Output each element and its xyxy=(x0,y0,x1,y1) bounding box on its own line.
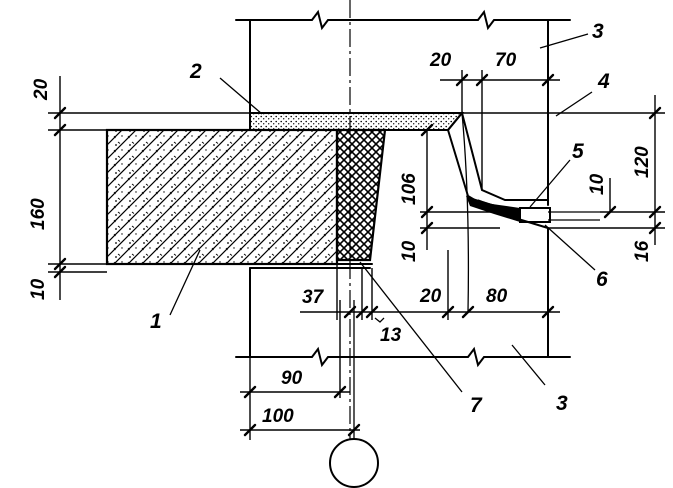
callout-2: 2 xyxy=(189,60,202,83)
callout-3-bottom: 3 xyxy=(556,392,568,415)
wall-panel xyxy=(105,128,339,266)
dim-100: 100 xyxy=(262,406,294,427)
dim-70: 70 xyxy=(495,50,517,71)
dim-10-small: 10 xyxy=(587,173,608,195)
insulation-insert xyxy=(335,128,387,262)
dim-20-top-right: 20 xyxy=(429,50,452,71)
dim-90: 90 xyxy=(281,368,303,389)
callout-7: 7 xyxy=(470,394,483,417)
dim-left xyxy=(48,76,250,300)
callout-3-top: 3 xyxy=(592,20,604,43)
axis-marker-circle xyxy=(329,438,379,488)
dim-106: 106 xyxy=(399,173,420,205)
callout-leaders xyxy=(169,33,596,393)
dim-10-mid: 10 xyxy=(399,240,420,262)
dim-middle xyxy=(420,112,500,313)
dim-20-top-left: 20 xyxy=(31,78,52,101)
dim-37: 37 xyxy=(302,287,325,308)
callout-4: 4 xyxy=(597,70,610,93)
dim-160: 160 xyxy=(28,198,49,230)
callout-1: 1 xyxy=(150,310,162,333)
dim-16: 16 xyxy=(632,240,653,262)
dim-20-bottom: 20 xyxy=(419,286,442,307)
sloped-flashing xyxy=(447,110,600,229)
dim-120: 120 xyxy=(632,146,653,178)
dim-80: 80 xyxy=(486,286,508,307)
dim-90-100 xyxy=(240,300,361,440)
callout-5: 5 xyxy=(572,140,584,163)
dim-13: 13 xyxy=(380,325,402,346)
dim-10-left: 10 xyxy=(28,278,49,300)
dim-top-right xyxy=(440,70,560,190)
dim-right xyxy=(462,95,665,245)
callout-6: 6 xyxy=(596,268,608,291)
